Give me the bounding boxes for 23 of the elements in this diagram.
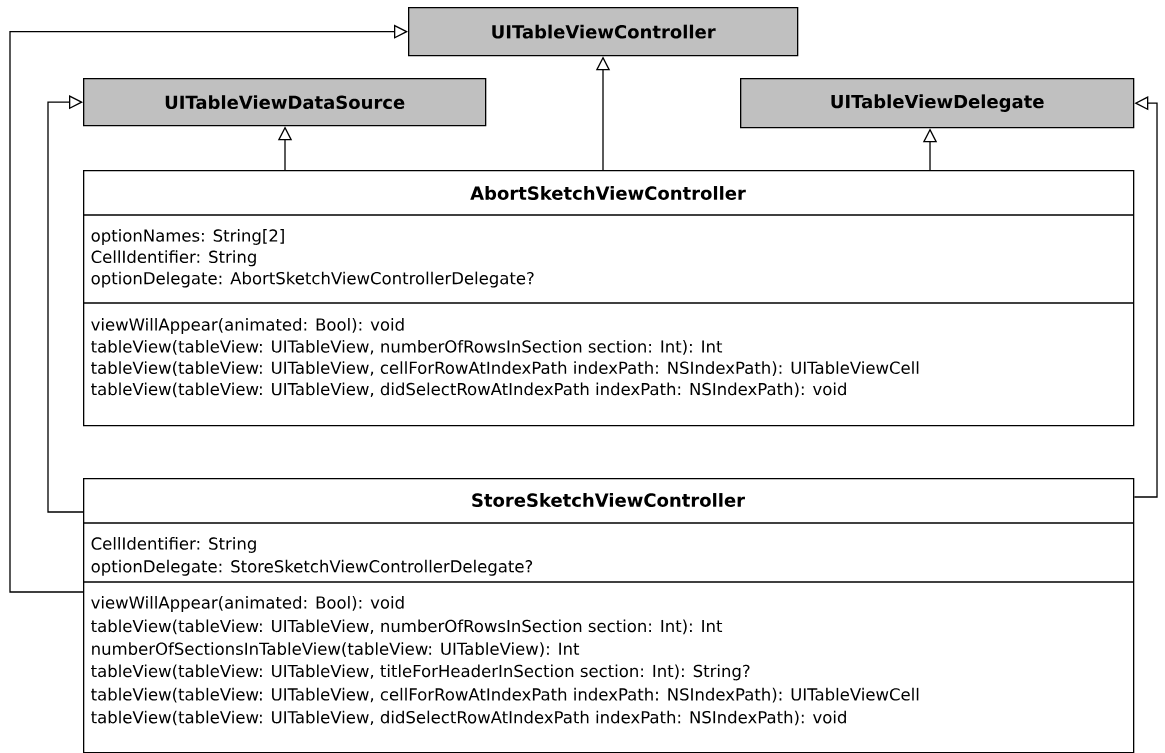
interface-box: UITableViewController: [408, 7, 799, 57]
inheritance-arrow: [1133, 96, 1158, 498]
method-text: numberOfSectionsInTableView(tableView: UITableView): Int: [92, 642, 580, 657]
interface-box: UITableViewDelegate: [740, 78, 1135, 129]
method-text: tableView(tableView: UITableView, titleForHeaderInSection section: Int): String?: [91, 664, 750, 681]
method-text: tableView(tableView: UITableView, cellForRowAtIndexPath indexPath: NSIndexPath): UITableViewCell: [91, 361, 919, 376]
attribute-text: CellIdentifier: String: [91, 250, 256, 267]
inheritance-arrow: [47, 95, 84, 513]
attribute-text: optionDelegate: AbortSketchViewControllerDelegate?: [91, 271, 534, 288]
attribute-text: CellIdentifier: String: [91, 537, 256, 553]
method-text: tableView(tableView: UITableView, cellForRowAtIndexPath indexPath: NSIndexPath): UITableViewCell: [91, 687, 919, 703]
class-name: AbortSketchViewController: [470, 186, 746, 200]
method-text: tableView(tableView: UITableView, numberOfRowsInSection section: Int): Int: [91, 619, 723, 635]
attribute-text: optionNames: String[2]: [91, 229, 284, 245]
interface-box: UITableViewDataSource: [83, 78, 487, 127]
method-text: tableView(tableView: UITableView, didSelectRowAtIndexPath indexPath: NSIndexPath): void: [91, 382, 846, 398]
method-text: tableView(tableView: UITableView, numberOfRowsInSection section: Int): Int: [91, 339, 723, 355]
method-text: viewWillAppear(animated: Bool): void: [91, 596, 404, 612]
method-text: viewWillAppear(animated: Bool): void: [91, 318, 404, 334]
method-text: tableView(tableView: UITableView, didSelectRowAtIndexPath indexPath: NSIndexPath): void: [91, 710, 846, 726]
attribute-text: optionDelegate: StoreSketchViewControllerDelegate?: [91, 559, 533, 576]
inheritance-arrow: [9, 24, 408, 593]
class-name: StoreSketchViewController: [472, 493, 745, 507]
